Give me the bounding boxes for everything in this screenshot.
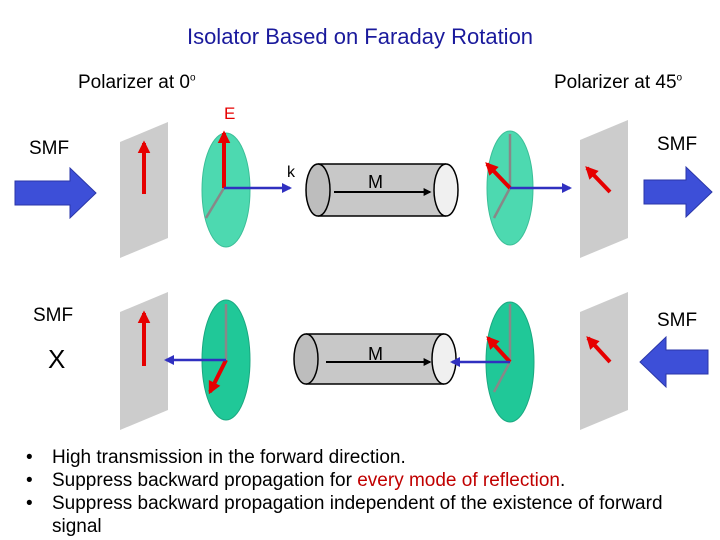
page-title: Isolator Based on Faraday Rotation (186, 24, 534, 49)
polarizer-0-text: Polarizer at 0 (78, 72, 190, 93)
reflected-field-vector (208, 359, 228, 395)
degree-sign: o (189, 72, 196, 84)
polarizer-45-plate-top (580, 120, 628, 258)
polarized-field-arrow (586, 336, 612, 364)
disk-axis-line (492, 187, 512, 219)
magnet-bottom-label: M (368, 344, 383, 364)
bullet-item: • High transmission in the forward direct… (26, 446, 716, 469)
bullet-text: High transmission in the forward directi… (52, 447, 406, 468)
polarizer-45-label: Polarizer at 45o (554, 72, 682, 94)
bullet-dot: • (26, 447, 33, 468)
degree-sign: o (676, 72, 683, 84)
disk-axis-line (492, 361, 512, 393)
e-field-label: E (224, 104, 236, 123)
summary-bullets: • High transmission in the forward direct… (26, 446, 716, 538)
smf-bottom-left-label: SMF (33, 305, 74, 326)
blocked-mark: X (48, 344, 66, 374)
smf-bottom-right-label: SMF (657, 310, 698, 331)
disk-axis-line (204, 187, 226, 219)
bullet-text: Suppress backward propagation for (52, 470, 358, 491)
bullet-dot: • (26, 493, 33, 514)
faraday-rotator-bottom (293, 333, 457, 385)
smf-top-left-label: SMF (29, 138, 70, 159)
bullet-highlight: every mode of reflection (357, 470, 560, 491)
faraday-rotator-top (305, 163, 459, 217)
forward-output-arrow (643, 165, 713, 219)
magnet-top-label: M (368, 172, 383, 192)
isolator-diagram: M M (14, 120, 713, 430)
polarizer-0-label: Polarizer at 0o (78, 72, 196, 94)
polarizer-45-text: Polarizer at 45 (554, 72, 677, 93)
polarized-field-arrow (585, 166, 612, 194)
forward-input-arrow (14, 166, 97, 220)
rotated-field-vector (485, 162, 512, 190)
bullet-text: Suppress backward propagation independen… (52, 493, 663, 537)
polarizer-45-plate-bottom (580, 292, 628, 430)
k-vector-label: k (287, 164, 295, 181)
bullet-item: • Suppress backward propagation independe… (26, 492, 716, 538)
bullet-text-end: . (560, 470, 566, 491)
backward-input-arrow (639, 335, 709, 389)
reflected-field-vector (486, 336, 512, 364)
smf-top-right-label: SMF (657, 134, 698, 155)
bullet-item: • Suppress backward propagation for every… (26, 469, 716, 492)
bullet-dot: • (26, 470, 33, 491)
